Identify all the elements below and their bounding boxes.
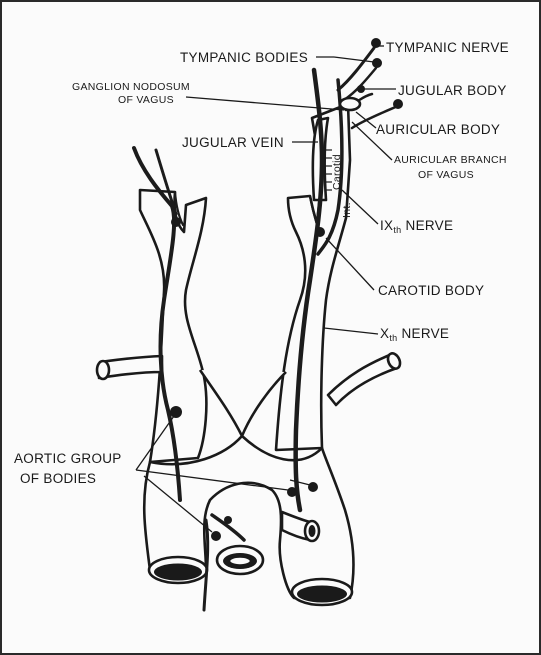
label-x-prefix: X xyxy=(380,326,389,341)
label-auricular-branch-of-vagus: OF VAGUS xyxy=(418,169,474,181)
label-ganglion-of-vagus: OF VAGUS xyxy=(118,94,174,106)
label-ix-prefix: IX xyxy=(380,218,393,233)
label-x-nerve: Xth NERVE xyxy=(380,326,449,343)
left-subclavian-opening xyxy=(97,361,109,379)
label-carotid-vessel: Carotid xyxy=(331,154,343,190)
tympanic-body-dot-2 xyxy=(372,58,382,68)
label-tympanic-bodies: TYMPANIC BODIES xyxy=(180,50,308,65)
jugular-body-dot xyxy=(357,85,365,93)
brachiocephalic-v xyxy=(200,370,286,436)
label-ix-nerve: IXth NERVE xyxy=(380,218,453,235)
left-carotid-body-dot xyxy=(171,217,181,227)
aortic-body-dot-3 xyxy=(308,482,318,492)
label-aortic-group: AORTIC GROUP xyxy=(14,451,122,466)
tympanic-nerve-branch xyxy=(338,48,374,90)
label-ix-sub: th xyxy=(393,225,401,235)
label-carotid-body: CAROTID BODY xyxy=(378,283,484,298)
right-subclavian-branch xyxy=(328,354,397,405)
label-ix-suffix: NERVE xyxy=(401,218,453,233)
ganglion-nodosum xyxy=(340,98,360,110)
aortic-body-dot-2 xyxy=(287,487,297,497)
right-lower-lumen xyxy=(297,586,347,603)
auricular-body-dot xyxy=(393,99,403,109)
label-auricular-branch: AURICULAR BRANCH xyxy=(394,154,507,166)
aortic-body-dot-5 xyxy=(224,516,232,524)
label-x-sub: th xyxy=(389,333,397,343)
leader-auricular-body xyxy=(356,112,376,128)
leader-x-nerve xyxy=(324,328,378,334)
aortic-body-dot-4 xyxy=(211,531,221,541)
aortic-body-dot-1 xyxy=(170,406,182,418)
label-tympanic-nerve: TYMPANIC NERVE xyxy=(386,40,509,55)
right-carotid-body-dot xyxy=(315,227,325,237)
label-aortic-of-bodies: OF BODIES xyxy=(20,471,96,486)
label-ganglion-nodosum: GANGLION NODOSUM xyxy=(72,81,190,93)
label-int-vessel: Int. xyxy=(341,202,353,218)
small-branch-lumen xyxy=(309,525,316,537)
label-x-suffix: NERVE xyxy=(397,326,449,341)
label-auricular-body: AURICULAR BODY xyxy=(376,122,500,137)
aortic-root-inner xyxy=(229,557,251,566)
left-lower-lumen xyxy=(154,564,202,581)
label-jugular-vein: JUGULAR VEIN xyxy=(182,135,284,150)
label-jugular-body: JUGULAR BODY xyxy=(398,83,507,98)
